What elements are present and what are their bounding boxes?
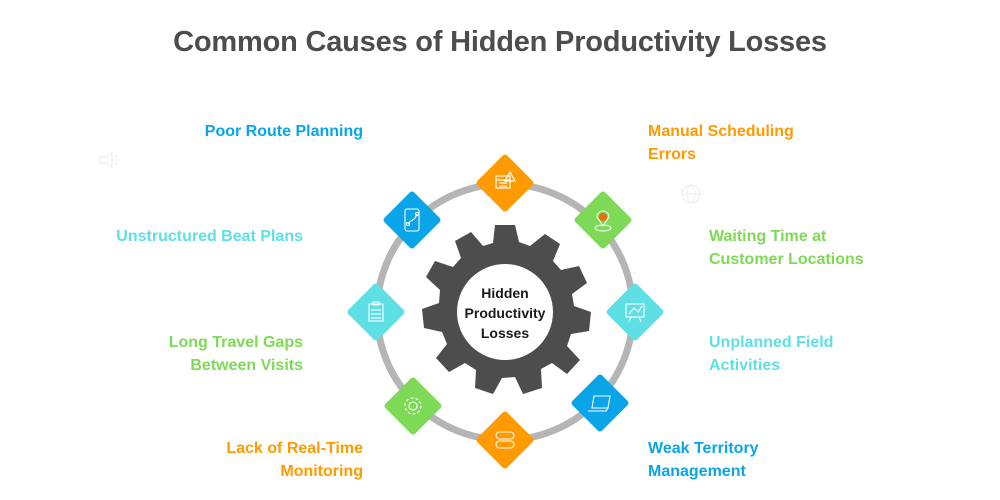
strategy-board-icon	[625, 303, 645, 323]
toggle-switch-icon	[495, 431, 515, 449]
diamond-weak-territory	[571, 374, 629, 432]
cause-unstructured-beat-plans: Unstructured Beat Plans	[116, 228, 303, 245]
diamond-long-travel-gaps	[384, 377, 442, 435]
cause-poor-route-planning: Poor Route Planning	[204, 123, 363, 140]
cause-unplanned-field-activities: Unplanned Field Activities	[709, 334, 834, 374]
globe-icon	[681, 184, 701, 209]
cause-weak-territory-management: Weak Territory Management	[648, 440, 759, 480]
diagram-title: Common Causes of Hidden Productivity Los…	[173, 26, 827, 58]
cause-manual-scheduling-errors: Manual Scheduling Errors	[648, 123, 794, 163]
laptop-icon	[588, 395, 611, 412]
central-gear-icon	[422, 225, 591, 394]
megaphone-icon	[98, 151, 120, 173]
phone-route-map-icon	[404, 208, 420, 232]
center-label: Hidden Productivity Losses	[464, 285, 546, 341]
cause-waiting-time: Waiting Time at Customer Locations	[709, 228, 864, 268]
diamond-lack-of-monitoring	[476, 411, 534, 469]
clipboard-plan-icon	[368, 301, 384, 322]
cause-lack-of-real-time-monitoring: Lack of Real-Time Monitoring	[226, 440, 363, 480]
diamond-unplanned-field	[606, 283, 664, 341]
gear-icon	[404, 397, 422, 415]
schedule-warning-icon	[495, 170, 517, 189]
location-pin-icon	[594, 210, 612, 232]
cause-long-travel-gaps: Long Travel Gaps Between Visits	[168, 334, 303, 374]
diamond-unstructured-beat	[347, 283, 405, 341]
